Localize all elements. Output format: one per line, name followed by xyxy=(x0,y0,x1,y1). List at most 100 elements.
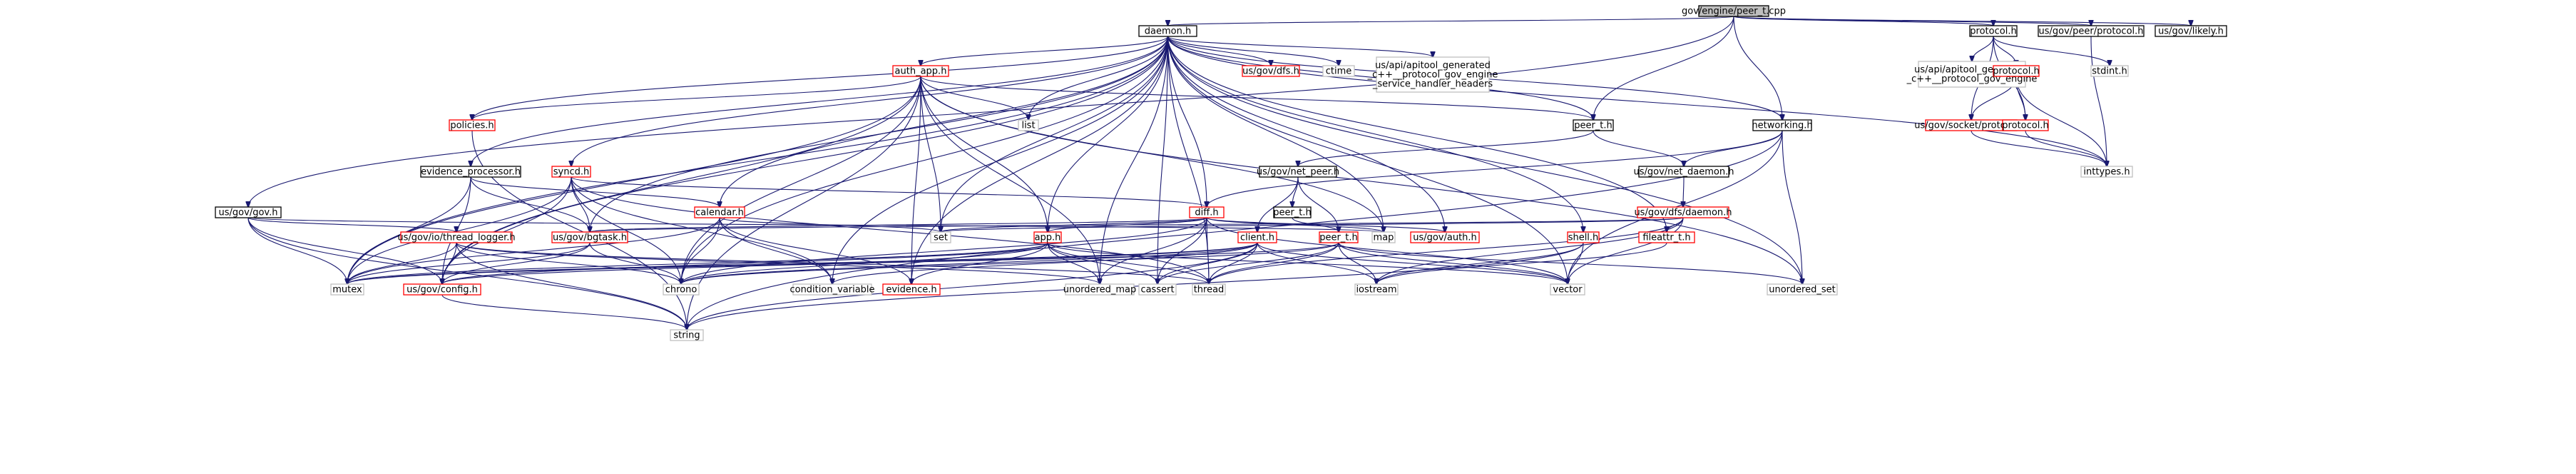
node-box xyxy=(694,206,745,218)
edge-auth_app-to-peer_t_h xyxy=(920,76,1593,120)
node-shell-h[interactable]: shell.h xyxy=(1567,231,1600,243)
edge-syncd-to-mutex xyxy=(347,176,572,284)
node-box xyxy=(403,283,481,296)
node-box xyxy=(400,231,513,243)
node-daemon-h[interactable]: daemon.h xyxy=(1138,25,1197,37)
node-label: set xyxy=(934,233,948,243)
node-us-gov-likely-h[interactable]: us/gov/likely.h xyxy=(2155,25,2227,37)
node-diff-h[interactable]: diff.h xyxy=(1189,206,1225,218)
node-mutex: mutex xyxy=(330,283,364,296)
node-label: protocol.h xyxy=(1993,66,2039,77)
node-box xyxy=(330,283,364,296)
node-policies-h[interactable]: policies.h xyxy=(449,119,496,131)
node-us-gov-peer-protocol-h[interactable]: us/gov/peer/protocol.h xyxy=(2038,25,2145,37)
edge-networking-to-unordered_set xyxy=(1782,130,1802,284)
node-label: map xyxy=(1374,233,1394,243)
node-protocol-h[interactable]: protocol.h xyxy=(2002,119,2049,131)
node-protocol-h[interactable]: protocol.h xyxy=(1969,25,2018,37)
node-box xyxy=(1993,65,2040,77)
edge-peer_t3-to-mutex xyxy=(347,242,1339,284)
node-label: peer_t.h xyxy=(1574,121,1612,131)
node-client-h[interactable]: client.h xyxy=(1237,231,1277,243)
edge-auth_app-to-string xyxy=(687,76,921,330)
edge-peer_t3-to-iostream xyxy=(1338,242,1376,284)
edge-daemon-to-map xyxy=(1167,36,1384,232)
node-label: us/gov/config.h xyxy=(407,285,478,296)
edge-daemon-to-calendar xyxy=(720,36,1169,207)
edge-calendar-to-evidence xyxy=(719,217,911,284)
node-us-gov-dfs-h[interactable]: us/gov/dfs.h xyxy=(1242,65,1300,77)
node-us-gov-socket-protocol-h[interactable]: us/gov/socket/protocol.h xyxy=(1914,119,2028,131)
edge-auth_app-to-evidence xyxy=(911,76,921,284)
edge-calendar-to-chrono xyxy=(681,217,720,284)
node-us-gov-net-peer-h[interactable]: us/gov/net_peer.h xyxy=(1257,166,1339,178)
node-label: inttypes.h xyxy=(2083,167,2130,178)
edge-client-to-string xyxy=(687,242,1258,330)
edge-client-to-condvar xyxy=(832,242,1258,284)
edge-socketprotocol-to-inttypes xyxy=(1971,130,2107,166)
edge-app-to-cassert xyxy=(1047,242,1157,284)
node-label: protocol.h xyxy=(2002,121,2048,131)
node-label: thread xyxy=(1194,285,1225,296)
edge-diff-to-vector xyxy=(1206,217,1568,284)
edge-daemon-to-syncd xyxy=(571,36,1169,166)
node-box xyxy=(1242,65,1300,77)
node-syncd-h[interactable]: syncd.h xyxy=(551,166,591,178)
node-box xyxy=(892,65,949,77)
edge-root-to-peerprotocol xyxy=(1733,16,2091,26)
edge-peer_t3-to-vector xyxy=(1338,242,1568,284)
node-box xyxy=(1273,206,1312,218)
node-label: unordered_map xyxy=(1063,285,1137,296)
node-us-gov-io-thread-logger-h[interactable]: us/gov/io/thread_logger.h xyxy=(397,231,516,243)
node-peer-t-h[interactable]: peer_t.h xyxy=(1273,206,1312,218)
node-protocol-h[interactable]: protocol.h xyxy=(1993,65,2040,77)
node-us-gov-bgtask-h[interactable]: us/gov/bgtask.h xyxy=(551,231,628,243)
edge-syncd-to-bgtask xyxy=(571,176,590,232)
node-box xyxy=(1138,283,1177,296)
node-fileattr-t-h[interactable]: fileattr_t.h xyxy=(1638,231,1695,243)
node-label: gov/engine/peer_t.cpp xyxy=(1682,6,1786,17)
node-app-h[interactable]: app.h xyxy=(1033,231,1062,243)
node-us-gov-gov-h[interactable]: us/gov/gov.h xyxy=(215,206,282,218)
node-label: shell.h xyxy=(1568,233,1599,243)
node-peer-t-h[interactable]: peer_t.h xyxy=(1319,231,1359,243)
edges-layer xyxy=(248,16,2191,330)
edge-diff-to-bgtask xyxy=(590,217,1207,232)
edge-daemon-to-evidence xyxy=(911,36,1169,284)
node-networking-h[interactable]: networking.h xyxy=(1752,119,1813,131)
edge-usgov-to-mutex xyxy=(247,217,347,284)
node-box xyxy=(1752,119,1812,131)
node-label: ctime xyxy=(1326,66,1352,77)
edge-threadlogger-to-mutex xyxy=(347,242,457,284)
node-label: cassert xyxy=(1140,285,1174,296)
node-us-api-apitool-generated-c-protocol-gov-engine-service-handler-headers: us/api/apitool_generated_c++__protocol_g… xyxy=(1367,56,1498,93)
node-evidence-processor-h[interactable]: evidence_processor.h xyxy=(420,166,521,178)
node-label: client.h xyxy=(1240,233,1274,243)
node-calendar-h[interactable]: calendar.h xyxy=(694,206,745,218)
edge-daemon-to-list xyxy=(1028,36,1169,120)
node-box xyxy=(1354,283,1399,296)
node-box xyxy=(551,166,591,178)
node-us-gov-net-daemon-h[interactable]: us/gov/net_daemon.h xyxy=(1634,166,1734,178)
node-us-gov-auth-h[interactable]: us/gov/auth.h xyxy=(1410,231,1480,243)
node-box xyxy=(1322,65,1355,77)
edge-usgov-to-threadlogger xyxy=(247,217,456,232)
node-peer-t-h[interactable]: peer_t.h xyxy=(1573,119,1614,131)
node-label: syncd.h xyxy=(553,167,589,178)
edge-diff-to-chrono xyxy=(681,217,1207,284)
node-evidence-h[interactable]: evidence.h xyxy=(882,283,941,296)
node-box xyxy=(2155,25,2227,37)
node-auth-app-h[interactable]: auth_app.h xyxy=(892,65,949,77)
node-box xyxy=(1638,166,1729,178)
node-us-gov-dfs-daemon-h[interactable]: us/gov/dfs/daemon.h xyxy=(1634,206,1732,218)
node-gov-engine-peer-t-cpp[interactable]: gov/engine/peer_t.cpp xyxy=(1682,5,1786,17)
edge-daemon-to-dfs xyxy=(1167,36,1272,66)
edge-auth_app-to-unordered_map xyxy=(920,76,1100,284)
edge-fileattr-to-iostream xyxy=(1376,242,1667,284)
edge-daemon-to-policies xyxy=(472,36,1169,120)
node-us-gov-config-h[interactable]: us/gov/config.h xyxy=(403,283,481,296)
edge-peerprotocol-to-inttypes xyxy=(2090,36,2107,166)
edge-auth_app-to-mutex xyxy=(347,76,921,284)
edge-app-to-vector xyxy=(1047,242,1568,284)
